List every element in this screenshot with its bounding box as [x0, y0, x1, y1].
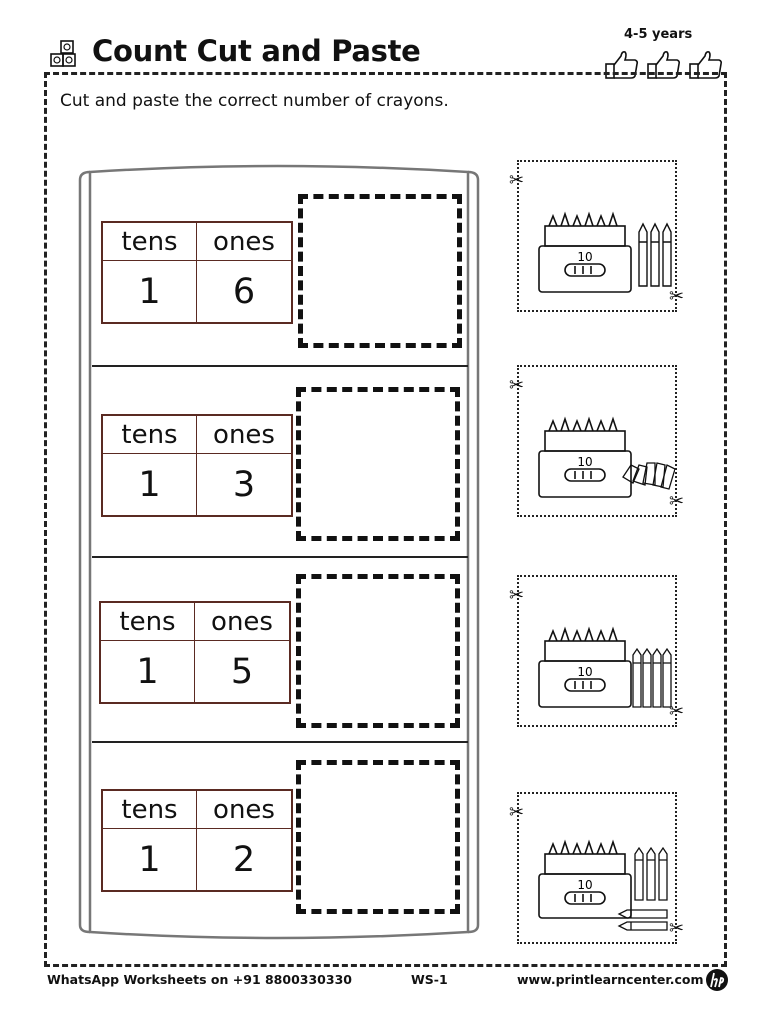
crayon-icon	[632, 647, 672, 708]
crayon-box-icon: 10	[538, 211, 672, 293]
worksheet-frame	[44, 72, 727, 967]
paste-area[interactable]	[296, 760, 460, 914]
page-title: Count Cut and Paste	[92, 34, 421, 68]
tens-value: 1	[101, 641, 195, 702]
place-value-table: tens ones 1 3	[101, 414, 293, 517]
crayon-icon	[617, 846, 668, 931]
answer-tray	[78, 164, 480, 940]
scissors-icon: ✂	[509, 170, 525, 191]
cut-card[interactable]: ✂ ✂ 10	[509, 160, 684, 312]
crayon-icon	[622, 462, 675, 490]
age-range-label: 4-5 years	[624, 27, 693, 42]
ones-value: 5	[230, 651, 254, 692]
thumbs-up-icon	[605, 51, 639, 79]
tens-header: tens	[103, 223, 197, 261]
tens-header: tens	[103, 416, 197, 454]
tens-header: tens	[103, 791, 197, 829]
instruction-text: Cut and paste the correct number of cray…	[60, 91, 449, 111]
crayon-box-icon: 10	[538, 839, 668, 931]
paste-area[interactable]	[298, 194, 462, 348]
ones-header: ones	[197, 416, 291, 454]
tens-value: 1	[103, 261, 197, 322]
row-divider	[92, 365, 468, 367]
svg-text:10: 10	[577, 665, 592, 679]
scissors-icon: ✂	[669, 286, 685, 307]
scissors-icon: ✂	[509, 585, 525, 606]
scissors-icon: ✂	[509, 802, 525, 823]
ones-header: ones	[195, 603, 289, 641]
footer-whatsapp: WhatsApp Worksheets on +91 8800330330	[47, 972, 352, 987]
ones-header: ones	[197, 223, 291, 261]
crayon-box-icon: 10	[538, 416, 675, 498]
thumbs-up-icon	[647, 51, 681, 79]
place-value-table: tens ones 1 6	[101, 221, 293, 324]
crayon-box-icon: 10	[538, 626, 672, 708]
svg-text:10: 10	[577, 250, 592, 264]
place-value-table: tens ones 1 5	[99, 601, 291, 704]
paste-area[interactable]	[296, 574, 460, 728]
footer-worksheet-id: WS-1	[411, 972, 448, 987]
ones-header: ones	[197, 791, 291, 829]
tens-value: 1	[103, 829, 197, 890]
hp-logo-icon	[706, 969, 728, 991]
scissors-icon: ✂	[669, 918, 685, 939]
cut-card[interactable]: ✂ ✂ 10	[509, 792, 684, 944]
tens-value: 1	[103, 454, 197, 515]
scissors-icon: ✂	[669, 701, 685, 722]
footer-website-link[interactable]: www.printlearncenter.com	[517, 972, 704, 987]
place-value-table: tens ones 1 2	[101, 789, 293, 892]
paste-area[interactable]	[296, 387, 460, 541]
crayon-icon	[638, 222, 672, 287]
ones-value: 3	[232, 464, 256, 505]
ones-value: 6	[232, 271, 256, 312]
difficulty-thumbs	[605, 51, 723, 79]
cut-card[interactable]: ✂ ✂ 10	[509, 575, 684, 727]
scissors-icon: ✂	[509, 375, 525, 396]
cut-card[interactable]: ✂ ✂ 10	[509, 365, 684, 517]
thumbs-up-icon	[689, 51, 723, 79]
row-divider	[92, 556, 468, 558]
svg-text:10: 10	[577, 455, 592, 469]
svg-text:10: 10	[577, 878, 592, 892]
scissors-icon: ✂	[669, 491, 685, 512]
blocks-icon	[50, 40, 76, 67]
tens-header: tens	[101, 603, 195, 641]
ones-value: 2	[232, 839, 256, 880]
row-divider	[92, 741, 468, 743]
